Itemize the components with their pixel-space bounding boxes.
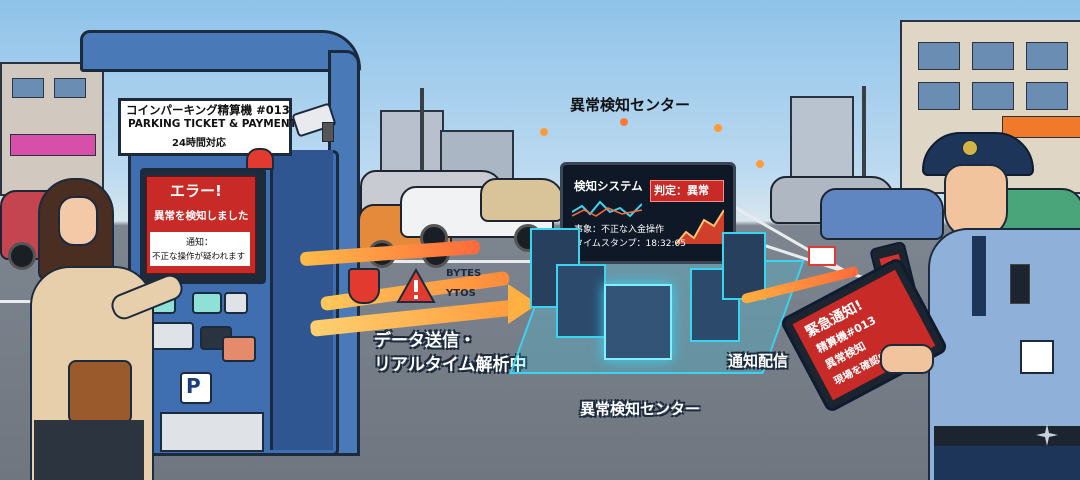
receipt-slot[interactable] <box>222 336 256 362</box>
officer-hand <box>880 344 934 374</box>
officer-tie <box>972 236 986 316</box>
sign-line1: コインパーキング精算機 #013 <box>126 103 290 117</box>
verdict-text: 判定：異常 <box>654 184 709 197</box>
screen-detected: 異常を検知しました <box>154 210 249 222</box>
handbag <box>68 360 132 424</box>
camera-mount <box>322 122 334 142</box>
center-title-bottom: 異常検知センター <box>580 400 701 418</box>
warning-icon <box>396 268 436 303</box>
system-title: 検知システム <box>574 179 643 193</box>
screen-notice-detail: 不正な操作が疑われます <box>152 252 246 262</box>
building-left <box>0 62 104 196</box>
officer-belt <box>934 426 1080 446</box>
radio-icon <box>1010 264 1030 304</box>
alert-chart <box>676 209 724 245</box>
keypad-button[interactable] <box>192 292 222 314</box>
parking-p-sign <box>180 372 212 404</box>
bytes-label-1: BYTES <box>446 268 482 279</box>
timestamp-text: タイムスタンプ：18:32:05 <box>574 239 686 249</box>
alarm-beacon-icon <box>246 148 274 170</box>
verdict-badge <box>650 180 724 202</box>
network-node <box>620 118 628 126</box>
keypad-button[interactable] <box>224 292 248 314</box>
screen-error: エラー! <box>170 182 222 200</box>
notify-label: 通知配信 <box>728 352 789 370</box>
officer-pants <box>934 446 1080 480</box>
server-rack <box>690 268 740 342</box>
tablet-screen: 緊急通知! 精算機#013 異常検知 現場を確認中 <box>792 269 936 401</box>
woman-skirt <box>34 420 144 480</box>
id-badge <box>1020 340 1054 374</box>
bytes-label-2: YTOS <box>446 288 476 299</box>
shield-icon <box>348 268 380 304</box>
server-rack <box>556 264 606 338</box>
event-text: 事象：不正な入金操作 <box>574 225 665 235</box>
street-lamp-right <box>862 86 866 196</box>
send-line1: データ送信・ <box>374 331 476 351</box>
network-node <box>714 124 722 132</box>
sign-line3: 24時間対応 <box>172 138 226 149</box>
mail-icon <box>808 246 836 266</box>
send-line2: リアルタイム解析中 <box>374 355 527 375</box>
parking-line <box>380 260 560 263</box>
screen-inner <box>150 232 250 266</box>
machine-sign <box>118 98 292 156</box>
screen-notice: 通知： <box>186 238 214 248</box>
card-slot[interactable] <box>146 322 194 350</box>
parking-p-label: P <box>186 374 201 398</box>
sign-line2: PARKING TICKET & PAYMENT <box>128 118 297 130</box>
sparkle-icon <box>1036 424 1058 446</box>
officer-cap-badge <box>962 140 978 156</box>
officer-face <box>944 164 1008 238</box>
server-rack-main <box>604 284 672 360</box>
car-blue-right <box>820 188 944 240</box>
network-node <box>540 128 548 136</box>
street-lamp-left <box>420 88 424 198</box>
waveform-graph <box>572 200 642 218</box>
center-title-top: 異常検知センター <box>570 96 691 114</box>
car-beige <box>480 178 564 222</box>
woman-face <box>58 196 98 246</box>
network-node <box>756 160 764 168</box>
canopy-roof <box>80 30 361 72</box>
bill-slot[interactable] <box>160 412 264 452</box>
